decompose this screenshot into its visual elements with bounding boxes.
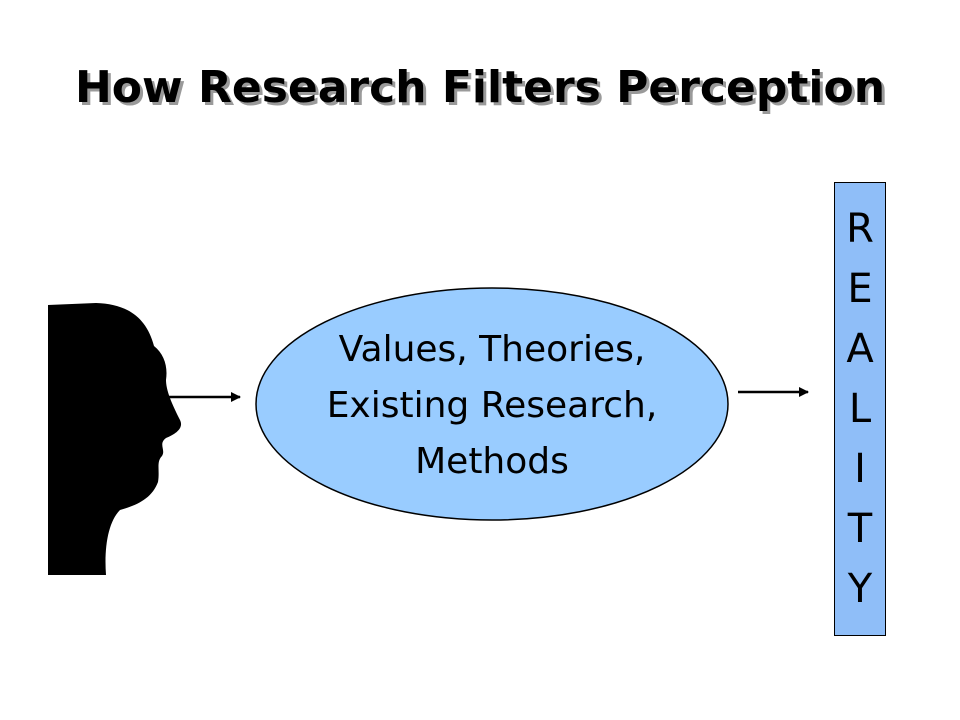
- filter-line-methods: Methods: [415, 441, 569, 482]
- page-title: How Research Filters Perception: [74, 62, 886, 113]
- reality-letter: E: [847, 266, 873, 312]
- reality-letter: T: [847, 506, 873, 552]
- reality-letter: R: [846, 206, 874, 252]
- filter-line-existing-research: Existing Research,: [326, 385, 658, 426]
- filter-label: Values, Theories, Existing Research, Met…: [258, 322, 726, 490]
- reality-letter: A: [846, 326, 874, 372]
- filter-line-values-theories: Values, Theories,: [338, 329, 646, 370]
- head-silhouette-icon: [48, 303, 182, 575]
- filter-ellipse: [255, 287, 729, 521]
- reality-letter: I: [854, 446, 866, 492]
- reality-box: R E A L I T Y: [834, 182, 886, 636]
- reality-letter: L: [848, 386, 872, 432]
- reality-letter: Y: [847, 566, 873, 612]
